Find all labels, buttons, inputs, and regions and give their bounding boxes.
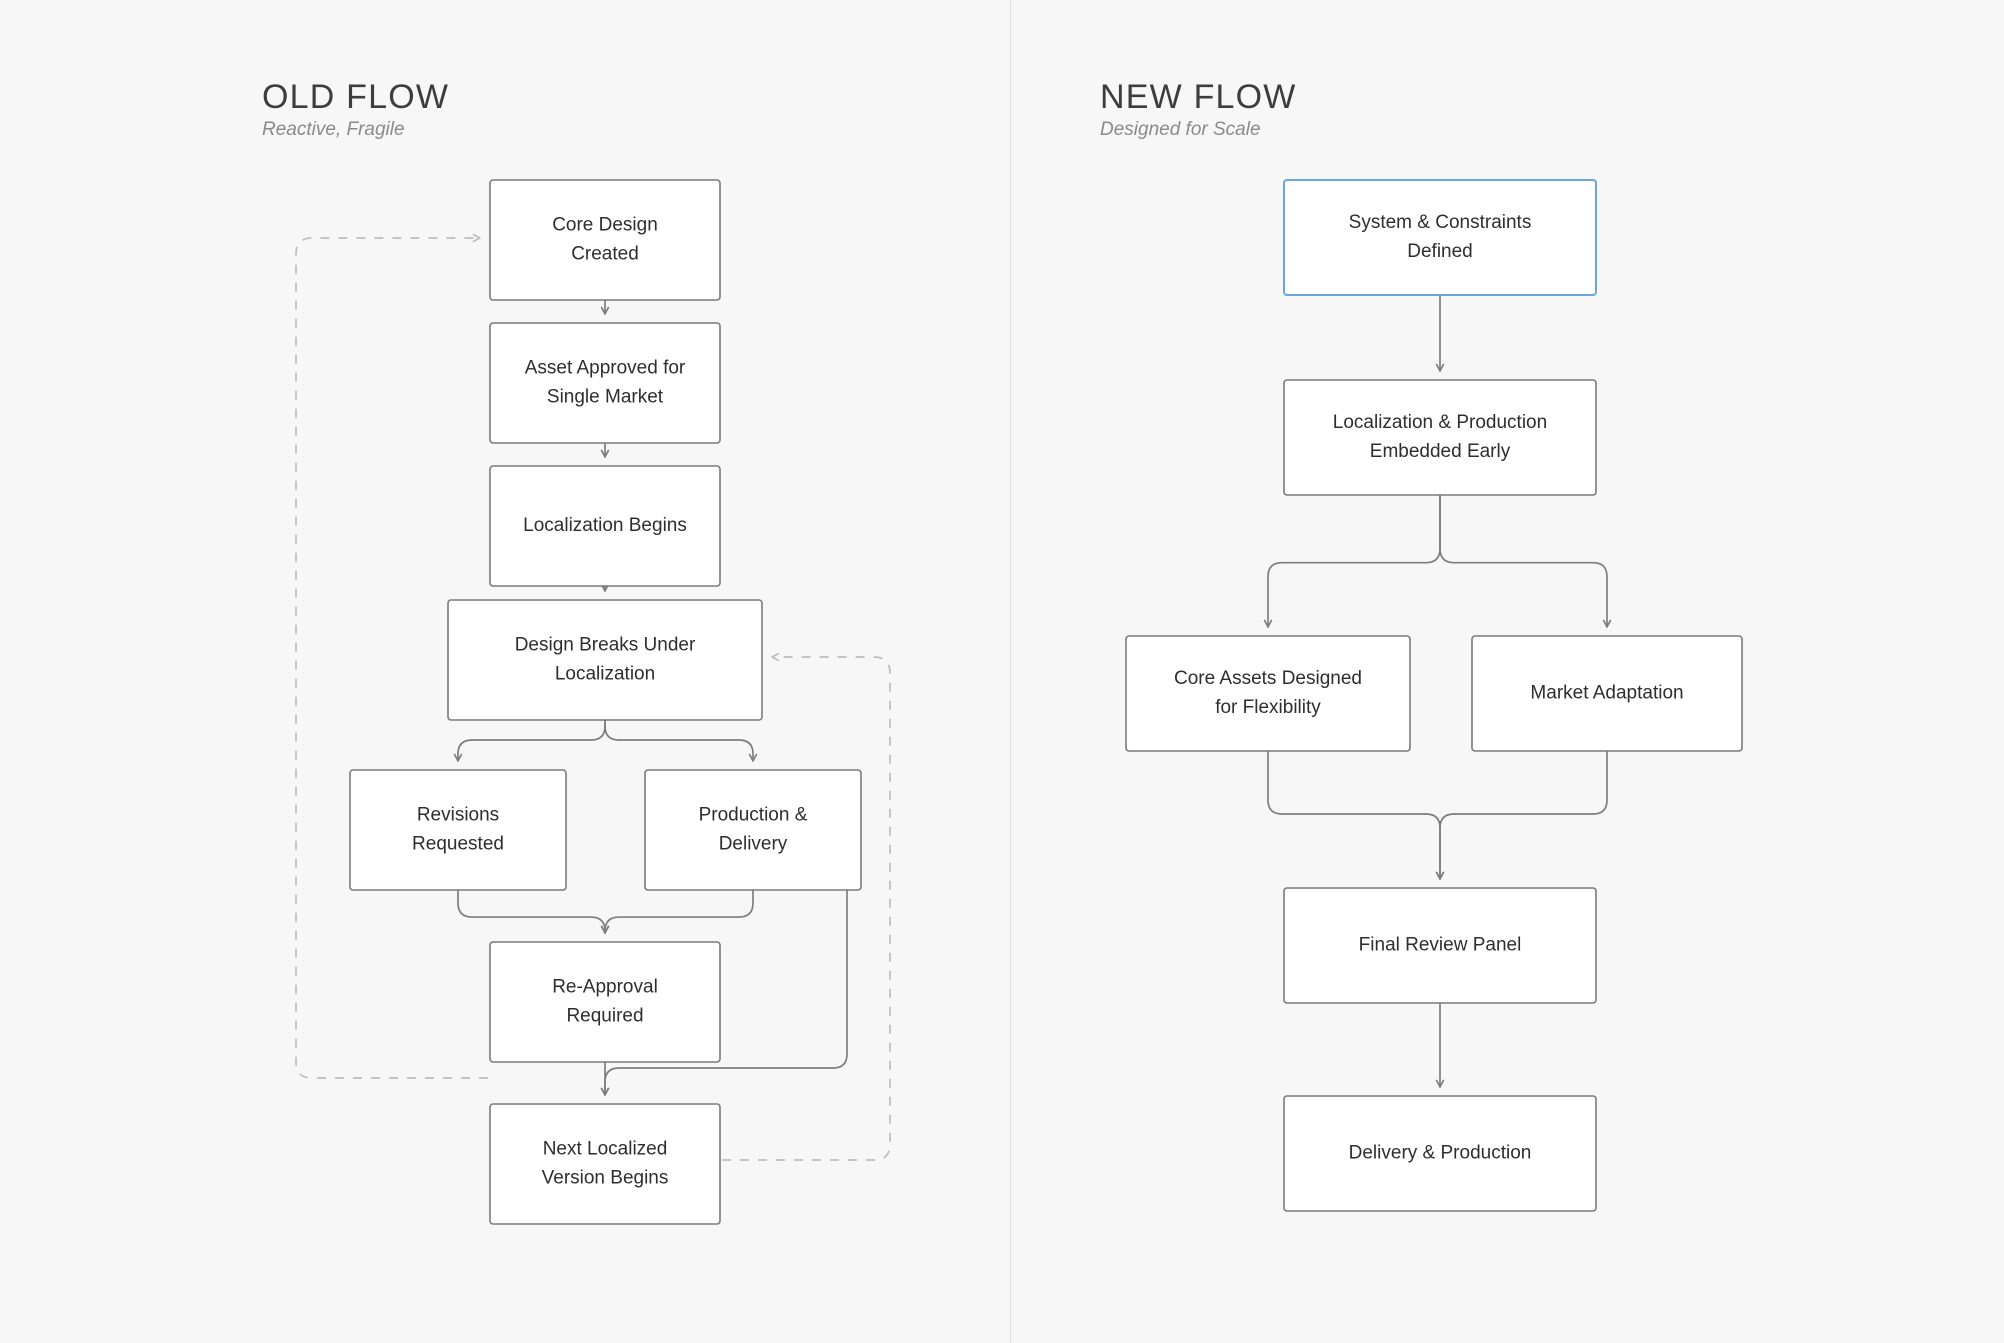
node-box (1125, 635, 1411, 752)
old-flow-subtitle: Reactive, Fragile (262, 119, 405, 140)
node-label: Production & (699, 805, 808, 826)
node-box (349, 769, 567, 891)
node-label: Asset Approved for (525, 358, 686, 379)
node-label: System & Constraints (1349, 212, 1532, 233)
node-label: Next Localized (543, 1139, 668, 1160)
node-label: Market Adaptation (1530, 683, 1683, 704)
new-flow-title: NEW FLOW (1100, 78, 1297, 116)
node-box (447, 599, 763, 721)
edge-localization-to-market (1439, 494, 1612, 628)
node-box (489, 465, 721, 587)
node-delivery-production[interactable]: Delivery & Production (1283, 1095, 1597, 1212)
node-box (489, 179, 721, 301)
node-label: for Flexibility (1215, 697, 1321, 718)
edge-breaks-to-production (604, 719, 758, 762)
edge-loop-next-to-design-breaks (722, 652, 891, 1161)
node-label: Delivery & Production (1349, 1143, 1532, 1164)
node-label: Re-Approval (552, 977, 658, 998)
node-box (489, 941, 721, 1063)
edge-breaks-to-revisions (453, 719, 606, 762)
node-core-assets-flexibility[interactable]: Core Assets Designed for Flexibility (1125, 635, 1411, 752)
edge-production-to-next (600, 889, 848, 1096)
node-label: Delivery (719, 834, 788, 855)
edge-revisions-to-reapproval (457, 889, 610, 934)
node-label: Localization & Production (1333, 412, 1547, 433)
node-label: Core Assets Designed (1174, 668, 1362, 689)
node-box (489, 1103, 721, 1225)
node-market-adaptation[interactable]: Market Adaptation (1471, 635, 1743, 752)
node-label: Single Market (547, 387, 664, 408)
node-label: Defined (1407, 241, 1473, 262)
node-label: Design Breaks Under (515, 635, 696, 656)
node-label: Embedded Early (1370, 441, 1511, 462)
edge-core-assets-to-final (1267, 750, 1445, 880)
node-label: Created (571, 244, 639, 265)
panel-divider (1010, 0, 1011, 1343)
node-production-delivery[interactable]: Production & Delivery (644, 769, 862, 891)
node-box (644, 769, 862, 891)
edge-production-to-reapproval (600, 889, 754, 934)
node-box (1283, 179, 1597, 296)
edge-localization-to-core-assets (1263, 494, 1441, 628)
node-box (489, 322, 721, 444)
node-label: Required (566, 1006, 643, 1027)
new-flow-subtitle: Designed for Scale (1100, 119, 1261, 140)
old-flow-title: OLD FLOW (262, 78, 450, 116)
node-box (1471, 635, 1743, 752)
edge-market-to-final (1435, 750, 1608, 880)
node-final-review-panel[interactable]: Final Review Panel (1283, 887, 1597, 1004)
node-box (1283, 1095, 1597, 1212)
node-box (1283, 379, 1597, 496)
edge-loop-next-to-core-design (295, 233, 488, 1079)
edges-layer (295, 233, 1612, 1161)
node-label: Revisions (417, 805, 499, 826)
node-box (1283, 887, 1597, 1004)
node-label: Version Begins (542, 1168, 669, 1189)
node-localization-begins[interactable]: Localization Begins (489, 465, 721, 587)
node-label: Core Design (552, 215, 658, 236)
node-label: Localization Begins (523, 515, 687, 536)
node-label: Requested (412, 834, 504, 855)
node-label: Localization (555, 664, 655, 685)
node-label: Final Review Panel (1359, 935, 1522, 956)
